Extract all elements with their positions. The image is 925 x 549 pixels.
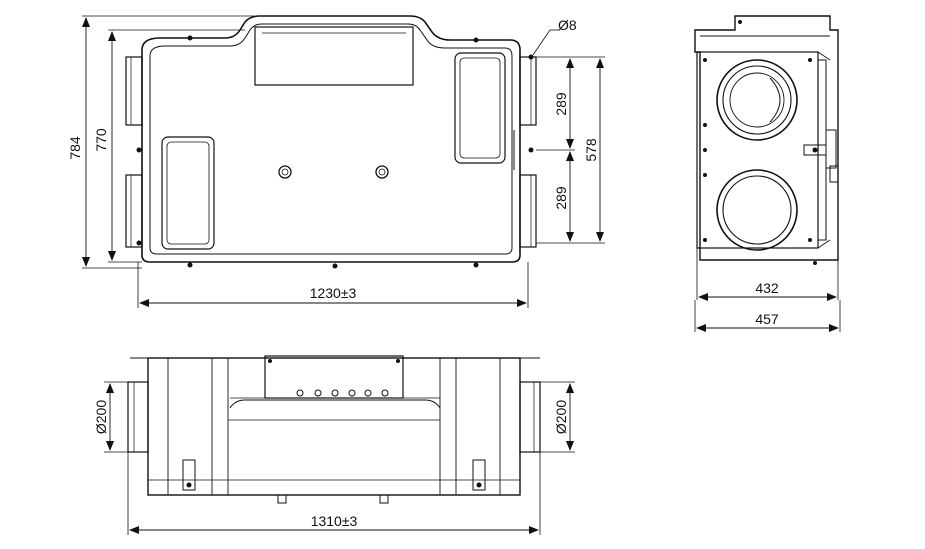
dim-289-bottom-label: 289 <box>553 186 569 210</box>
dim-289-578: 289 289 578 <box>536 56 605 244</box>
dim-432: 432 <box>696 248 839 301</box>
dim-784: 784 <box>67 15 255 269</box>
dim-1310-label: 1310±3 <box>311 513 358 529</box>
front-body <box>147 357 521 496</box>
top-view <box>125 15 537 269</box>
top-left-duct-lower <box>125 174 143 248</box>
top-left-duct-upper <box>125 56 143 126</box>
dim-d8-label: Ø8 <box>558 17 577 33</box>
right-filter-panel <box>454 52 506 164</box>
dim-784-label: 784 <box>67 136 83 160</box>
side-duct-upper <box>716 59 798 141</box>
dim-770-label: 770 <box>93 128 109 152</box>
front-duct-left <box>127 381 149 453</box>
mount-hole-icon <box>528 54 534 60</box>
dim-d200-left: Ø200 <box>93 381 128 453</box>
dim-457: 457 <box>694 300 841 332</box>
drain-hole-right <box>375 165 389 179</box>
latch-right <box>472 459 486 491</box>
drain-hole-left <box>278 165 292 179</box>
dim-289-top-label: 289 <box>553 92 569 116</box>
left-filter-panel <box>161 136 215 250</box>
side-duct-lower <box>716 169 798 251</box>
latch-left <box>182 459 196 491</box>
side-view-outline <box>694 15 839 261</box>
top-view-inner-outline <box>149 23 513 255</box>
front-view <box>127 355 541 504</box>
top-view-outline <box>141 15 521 263</box>
dim-d8: Ø8 <box>532 17 577 56</box>
dim-d200-right-label: Ø200 <box>553 400 569 434</box>
top-service-cover <box>254 26 414 86</box>
side-view <box>694 15 839 265</box>
dim-1230: 1230±3 <box>137 262 529 308</box>
top-right-duct-lower <box>519 174 537 248</box>
dim-d200-left-label: Ø200 <box>93 400 109 434</box>
dim-1310: 1310±3 <box>127 452 541 535</box>
dim-578-label: 578 <box>583 138 599 162</box>
dim-770: 770 <box>93 29 245 263</box>
dim-457-label: 457 <box>755 311 779 327</box>
dim-d200-right: Ø200 <box>540 381 575 453</box>
dim-432-label: 432 <box>755 280 779 296</box>
front-duct-right <box>519 381 541 453</box>
dim-1230-label: 1230±3 <box>310 285 357 301</box>
side-panel <box>696 51 819 249</box>
connector-terminals <box>296 389 389 397</box>
top-right-duct-upper <box>519 56 537 126</box>
